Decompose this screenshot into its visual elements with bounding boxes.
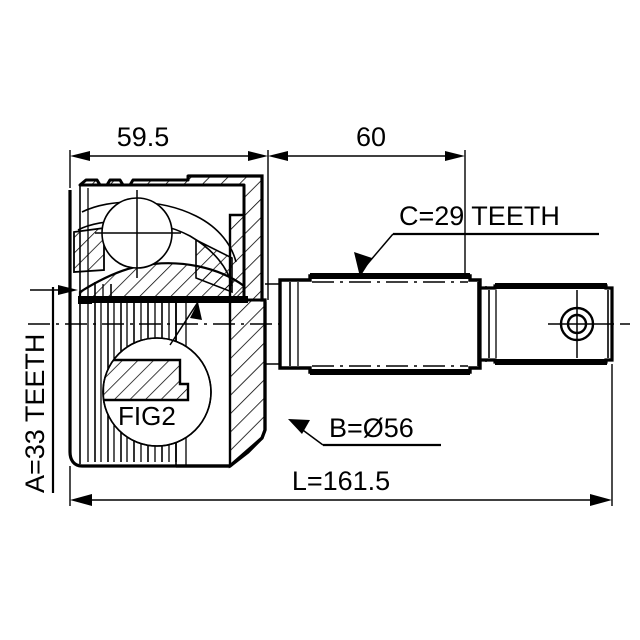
shaft-edge-bottom: [310, 369, 470, 375]
dimension-length-text: L=161.5: [292, 466, 390, 496]
top-dimension-group: 59.5 60: [69, 122, 466, 300]
shaft-body: [278, 274, 482, 374]
dimension-59-5-text: 59.5: [117, 122, 170, 152]
spline-teeth-left: [87, 188, 112, 300]
fig2-label: FIG2: [118, 401, 176, 431]
housing-lower-outline: [176, 302, 267, 468]
fig2-detail-callout: FIG2: [102, 301, 212, 447]
stub-edge-bottom: [495, 359, 607, 365]
a-teeth-text: A=33 TEETH: [20, 334, 50, 493]
inner-race-edge: [78, 296, 248, 303]
seal-tick-mark: [78, 296, 92, 304]
race-curve-upper: [81, 201, 237, 263]
c-teeth-text: C=29 TEETH: [399, 201, 560, 231]
cv-joint-housing: [68, 174, 267, 469]
b-diameter-text: B=Ø56: [329, 413, 414, 443]
stub-edge-top: [495, 283, 607, 289]
shaft-edge-top: [310, 273, 470, 279]
c-teeth-label-group: C=29 TEETH: [354, 201, 599, 277]
dimension-60-text: 60: [356, 122, 386, 152]
race-wedge-left: [73, 226, 105, 273]
retaining-hole-centerlines: [548, 290, 612, 358]
b-diameter-label-group: B=Ø56: [288, 413, 441, 447]
a-teeth-arrow: [30, 285, 78, 295]
shaft-section: [265, 273, 487, 375]
stub-shaft-end: [478, 283, 614, 365]
bottom-dimension-group: L=161.5: [69, 364, 613, 506]
a-teeth-label-group: A=33 TEETH: [20, 287, 55, 493]
ball-bearing-centerlines: [95, 190, 181, 278]
race-wedge-right: [195, 238, 233, 294]
